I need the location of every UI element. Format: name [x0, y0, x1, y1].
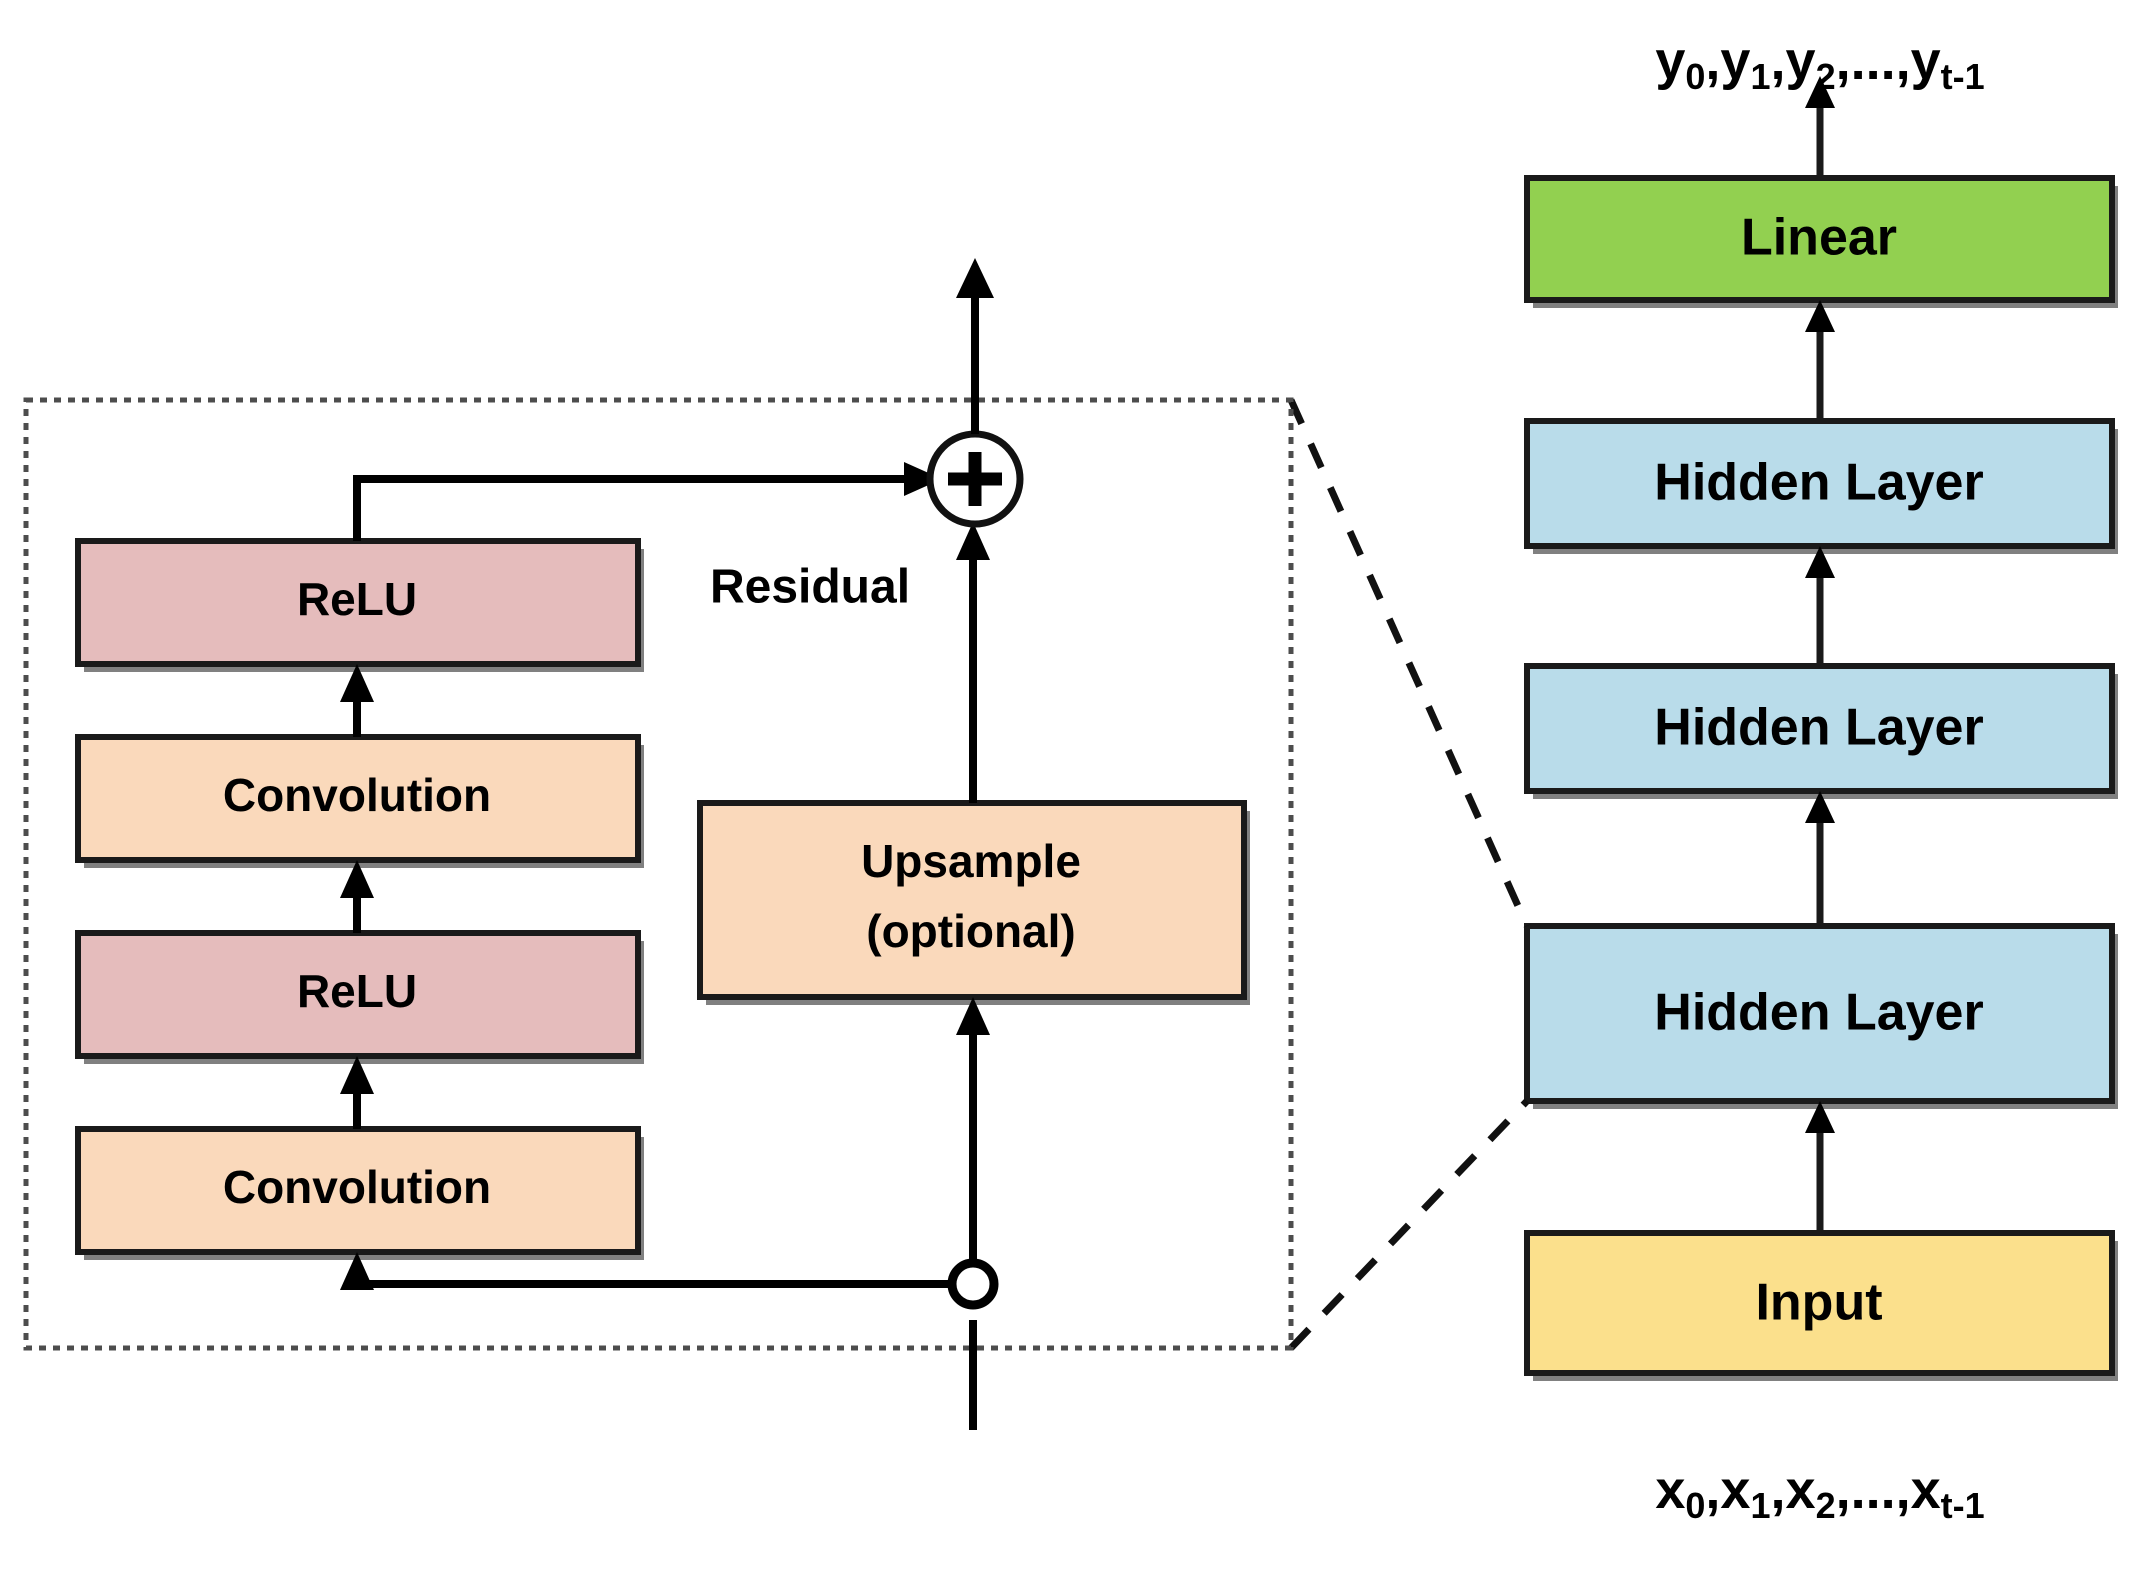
- output-yt-base: y: [1911, 31, 1941, 91]
- layer-hidden-2-label: Hidden Layer: [1654, 699, 1983, 757]
- branch-junction-node: [947, 1258, 999, 1310]
- node-upsample-label-line1: Upsample: [861, 835, 1081, 887]
- layer-hidden-1[interactable]: Hidden Layer: [1524, 418, 2118, 554]
- output-sep-1: ,: [1705, 31, 1720, 91]
- arrow-conv-upper-to-relu-top: [340, 664, 374, 737]
- node-upsample-rect[interactable]: [697, 800, 1247, 1000]
- arrow-hl1-to-linear: [1805, 300, 1835, 420]
- residual-add-operator: [926, 430, 1024, 528]
- input-sequence-label: x0,x1,x2,...,xt-1: [1655, 1460, 1984, 1525]
- output-y1-sub: 1: [1750, 56, 1770, 97]
- input-sep-1: ,: [1705, 1460, 1720, 1520]
- layer-input[interactable]: Input: [1524, 1230, 2118, 1381]
- output-sequence-label: y0,y1,y2,...,yt-1: [1655, 31, 1984, 96]
- input-sep-3: ,...,: [1836, 1460, 1911, 1520]
- arrow-conv-lower-to-relu-bottom: [340, 1056, 374, 1129]
- output-y2-base: y: [1786, 31, 1816, 91]
- arrow-junction-to-upsample: [956, 997, 990, 1263]
- node-convolution-upper-rect[interactable]: [75, 734, 641, 863]
- layer-hidden-2-rect[interactable]: [1524, 663, 2115, 794]
- output-y0-sub: 0: [1685, 56, 1705, 97]
- residual-label: Residual: [710, 561, 910, 614]
- input-x2-sub: 2: [1816, 1485, 1836, 1526]
- node-convolution-lower[interactable]: Convolution: [75, 1126, 644, 1260]
- node-relu-top-rect[interactable]: [75, 538, 641, 667]
- arrow-relu-bottom-to-conv-upper: [340, 860, 374, 933]
- arrow-upsample-to-plus: [956, 522, 990, 803]
- layer-linear-label: Linear: [1741, 209, 1897, 267]
- arrow-relu-top-to-plus: [353, 462, 942, 541]
- output-sep-3: ,...,: [1836, 31, 1911, 91]
- zoom-connector-upper: [1287, 398, 1531, 928]
- arrow-input-to-hl3: [1805, 1101, 1835, 1232]
- zoom-connector-lower: [1288, 1098, 1530, 1351]
- output-sep-2: ,: [1771, 31, 1786, 91]
- input-x1-base: x: [1720, 1460, 1750, 1520]
- arrow-hl3-to-hl2: [1805, 791, 1835, 925]
- layer-hidden-2[interactable]: Hidden Layer: [1524, 663, 2118, 799]
- arrow-linear-to-output: [1805, 76, 1835, 176]
- layer-hidden-3-label: Hidden Layer: [1654, 984, 1983, 1042]
- node-upsample[interactable]: Upsample (optional): [697, 800, 1250, 1005]
- input-sep-2: ,: [1771, 1460, 1786, 1520]
- layer-hidden-3-rect[interactable]: [1524, 923, 2115, 1104]
- arrow-hl2-to-hl1: [1805, 546, 1835, 665]
- residual-block-frame: [23, 397, 1294, 1351]
- output-yt-sub: t-1: [1941, 56, 1985, 97]
- input-x0-sub: 0: [1685, 1485, 1705, 1526]
- node-convolution-upper[interactable]: Convolution: [75, 734, 644, 868]
- layer-input-label: Input: [1755, 1274, 1882, 1332]
- node-convolution-upper-label: Convolution: [223, 769, 491, 821]
- layer-hidden-1-rect[interactable]: [1524, 418, 2115, 549]
- layer-input-rect[interactable]: [1524, 1230, 2115, 1376]
- node-upsample-label-line2: (optional): [866, 905, 1076, 957]
- input-x2-base: x: [1786, 1460, 1816, 1520]
- arrow-block-output: [956, 258, 994, 434]
- input-x1-sub: 1: [1750, 1485, 1770, 1526]
- layer-linear-rect[interactable]: [1524, 175, 2115, 303]
- node-relu-bottom[interactable]: ReLU: [75, 930, 644, 1064]
- output-y1-base: y: [1720, 31, 1750, 91]
- layer-linear[interactable]: Linear: [1524, 175, 2118, 308]
- svg-text:x0,x1,x2,...,xt-1: x0,x1,x2,...,xt-1: [1655, 1460, 1984, 1525]
- layer-hidden-3[interactable]: Hidden Layer: [1524, 923, 2118, 1109]
- node-relu-bottom-rect[interactable]: [75, 930, 641, 1059]
- node-convolution-lower-label: Convolution: [223, 1161, 491, 1213]
- input-x0-base: x: [1655, 1460, 1685, 1520]
- layer-hidden-1-label: Hidden Layer: [1654, 454, 1983, 512]
- input-xt-base: x: [1911, 1460, 1941, 1520]
- output-y0-base: y: [1655, 31, 1685, 91]
- node-relu-top-label: ReLU: [297, 573, 417, 625]
- svg-text:y0,y1,y2,...,yt-1: y0,y1,y2,...,yt-1: [1655, 31, 1984, 96]
- node-relu-top[interactable]: ReLU: [75, 538, 644, 672]
- node-relu-bottom-label: ReLU: [297, 965, 417, 1017]
- input-xt-sub: t-1: [1941, 1485, 1985, 1526]
- arrow-junction-to-conv-lower: [340, 1252, 952, 1290]
